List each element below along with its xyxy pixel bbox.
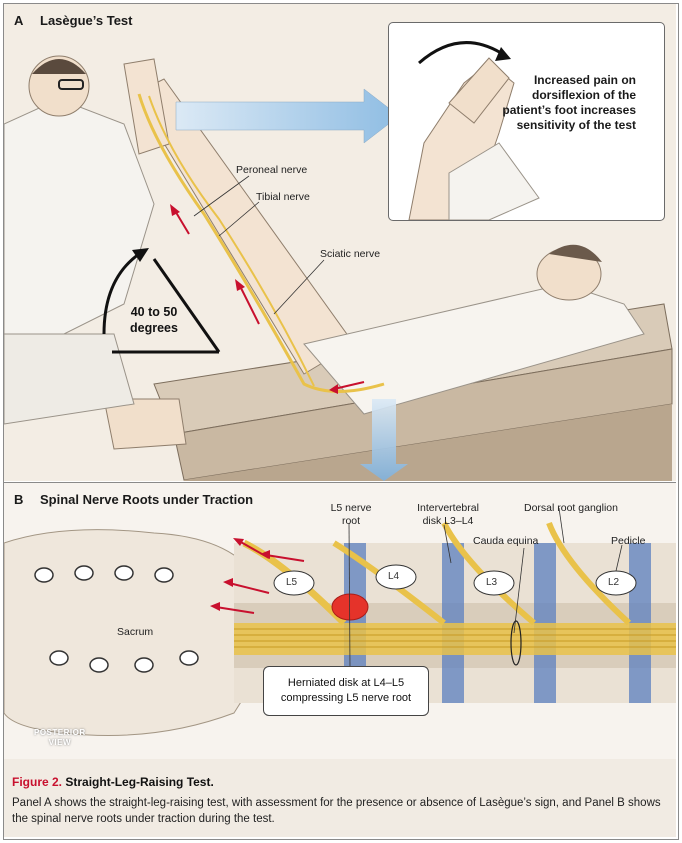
- traction-arrowheads-b: [210, 538, 270, 611]
- angle-indicator: [102, 248, 221, 354]
- dorsal-root-ganglion-label: Dorsal root ganglion: [524, 502, 618, 514]
- inset-note-line-1: Increased pain on: [533, 73, 636, 87]
- angle-unit: degrees: [130, 321, 178, 335]
- panel-a: A Lasègue’s Test Peroneal nerve Tibial n…: [4, 4, 676, 481]
- watermark-line-2: VIEW: [48, 738, 72, 747]
- intervertebral-disk-label: Intervertebral disk L3–L4: [408, 502, 488, 528]
- herniation-callout: Herniated disk at L4–L5 compressing L5 n…: [263, 666, 429, 716]
- panel-b-illustration: [4, 507, 676, 736]
- watermark-line-1: POSTERIOR: [34, 728, 86, 737]
- cauda-equina-label: Cauda equina: [473, 535, 539, 547]
- figure-number: Figure 2.: [12, 775, 63, 789]
- nerve-paths: [137, 93, 385, 393]
- traction-arrows: [170, 204, 365, 394]
- cauda-equina-ring: [510, 620, 522, 666]
- herniation-callout-line-2: compressing L5 nerve root: [280, 692, 412, 704]
- blue-arrow-to-panel-b: [360, 399, 408, 481]
- inset-note: Increased pain on dorsiflexion of the pa…: [502, 73, 636, 133]
- l5-nerve-root-label-line-1: L5 nerve: [330, 502, 372, 514]
- posterior-view-watermark: POSTERIOR VIEW: [34, 728, 86, 748]
- panel-a-title: Lasègue’s Test: [40, 13, 133, 28]
- intervertebral-disk-label-line-2: disk L3–L4: [422, 515, 474, 527]
- l5-nerve-root-label: L5 nerve root: [329, 502, 373, 528]
- pedicle-label: Pedicle: [611, 535, 646, 547]
- blue-arrow-to-inset: [175, 88, 400, 144]
- vertebra-label-l3: L3: [486, 577, 498, 588]
- spinal-column: [234, 543, 676, 703]
- traction-arrows-b: [215, 540, 305, 614]
- angle-label: 40 to 50 degrees: [124, 304, 184, 336]
- panel-b: B Spinal Nerve Roots under Traction L5 n…: [4, 482, 676, 759]
- caption-body: Panel A shows the straight-leg-raising t…: [12, 797, 661, 825]
- peroneal-nerve-label: Peroneal nerve: [236, 164, 308, 176]
- dorsiflexion-inset: Increased pain on dorsiflexion of the pa…: [388, 22, 665, 221]
- angle-value: 40 to 50: [130, 305, 178, 319]
- figure-title: Straight-Leg-Raising Test.: [65, 775, 214, 789]
- vertebra-label-l2: L2: [608, 577, 620, 588]
- panel-b-title: Spinal Nerve Roots under Traction: [40, 492, 254, 507]
- inset-note-line-2: dorsiflexion of the: [531, 88, 636, 102]
- vertebra-label-l5: L5: [286, 577, 298, 588]
- inset-note-line-3: patient’s foot increases: [502, 103, 636, 117]
- doctor-figure: [4, 55, 187, 450]
- sacrum-label: Sacrum: [117, 626, 154, 638]
- l5-nerve-root-label-line-2: root: [341, 515, 361, 527]
- panel-a-illustration: [4, 55, 673, 481]
- tibial-nerve-label: Tibial nerve: [256, 191, 310, 203]
- vertebra-label-l4: L4: [388, 571, 400, 582]
- sciatic-nerve-label: Sciatic nerve: [320, 248, 381, 260]
- inset-note-line-4: sensitivity of the test: [516, 118, 636, 132]
- caption-heading: Figure 2. Straight-Leg-Raising Test.: [12, 775, 214, 789]
- herniation-callout-line-1: Herniated disk at L4–L5: [287, 677, 405, 689]
- inset-illustration: [408, 41, 540, 220]
- vertebra-ovals: [273, 564, 637, 596]
- sacrum: [4, 529, 267, 736]
- panel-b-letter: B: [14, 492, 24, 507]
- panel-a-letter: A: [14, 13, 24, 28]
- intervertebral-disk-label-line-1: Intervertebral: [417, 502, 479, 514]
- patient-torso: [303, 244, 645, 415]
- figure-caption: Figure 2. Straight-Leg-Raising Test. Pan…: [4, 759, 676, 837]
